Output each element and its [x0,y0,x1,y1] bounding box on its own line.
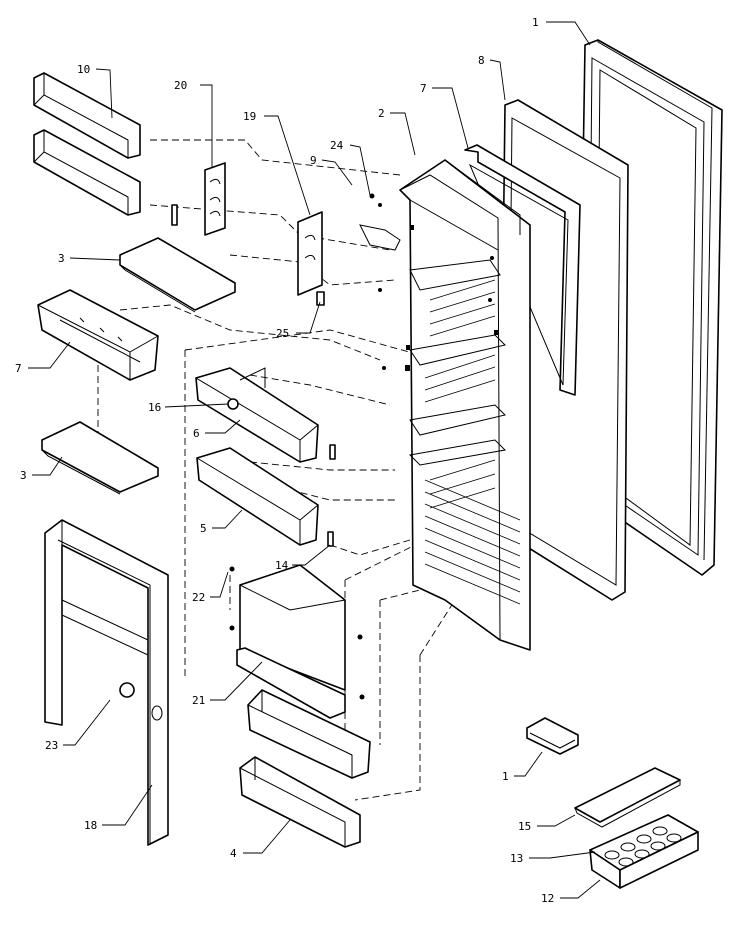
door-shelf-5 [196,444,336,547]
ice-tray [589,814,699,889]
door-shelf-6 [195,367,319,463]
callout-14: 14 [275,559,289,572]
liner-shelves [408,259,507,466]
hinge-bracket-20 [204,162,226,236]
callout-7-bin: 7 [15,362,22,375]
callout-8: 8 [478,54,485,67]
callout-5: 5 [200,522,207,535]
callout-2: 2 [378,107,385,120]
callout-7-liner: 7 [420,82,427,95]
callout-4: 4 [230,847,237,860]
callout-20: 20 [174,79,187,92]
liner-ribs [424,279,521,605]
callout-16-bracket: 16 [148,401,161,414]
ice-cube-cups [604,826,682,867]
upper-door-bins [33,72,141,216]
dispenser-module [229,564,365,719]
small-tray [526,717,579,755]
dispenser-frame [44,519,169,846]
callout-24: 24 [330,139,344,152]
door-liner [399,159,531,651]
callout-23: 23 [45,739,58,752]
leader-lines [28,21,601,899]
callout-10: 10 [77,63,90,76]
ice-tray-cover [574,767,681,828]
callout-labels: 1 8 7 2 24 9 10 20 19 3 25 7 16 6 3 5 14… [15,16,554,905]
callout-12: 12 [541,892,554,905]
shelf-cover-top [119,204,236,313]
door-shelf-lower [247,689,371,779]
callout-3-bottom: 3 [20,469,27,482]
callout-15: 15 [518,820,531,833]
callout-22: 22 [192,591,205,604]
callout-13: 13 [510,852,523,865]
callout-6: 6 [193,427,200,440]
callout-9: 9 [310,154,317,167]
crisper-bin [37,289,159,381]
callout-21: 21 [192,694,205,707]
shelf-cover-bottom [41,421,159,495]
hinge-bracket-19 [297,211,325,306]
callout-3-top: 3 [58,252,65,265]
callout-1-door: 1 [532,16,539,29]
callout-19: 19 [243,110,256,123]
screws-and-clips [359,193,494,370]
callout-25: 25 [276,327,289,340]
door-shelf-4 [239,756,361,848]
callout-18: 18 [84,819,97,832]
callout-1-tray: 1 [502,770,509,783]
